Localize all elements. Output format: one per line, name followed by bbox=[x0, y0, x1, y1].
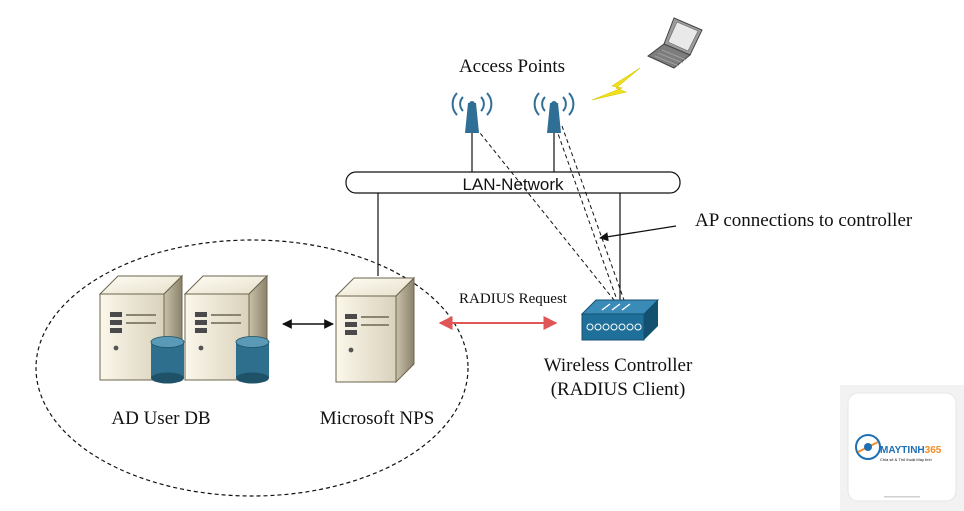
laptop-icon bbox=[647, 17, 703, 69]
database-icon bbox=[235, 336, 270, 384]
lan-network-bar: LAN-Network bbox=[345, 171, 681, 194]
access-point-icon bbox=[451, 92, 493, 133]
wireless-controller-icon bbox=[580, 299, 660, 341]
radius-client-label: (RADIUS Client) bbox=[551, 379, 686, 400]
radius-request-label: RADIUS Request bbox=[459, 291, 568, 307]
ap2-tunnel-b bbox=[561, 125, 625, 301]
ap2-tunnel-a bbox=[555, 127, 618, 301]
database-icon bbox=[150, 336, 185, 384]
lightning-icon bbox=[591, 67, 641, 101]
microsoft-nps-label: Microsoft NPS bbox=[320, 408, 435, 429]
logo-tagline: Chia sẻ & Thủ thuật Máy tính bbox=[880, 457, 932, 462]
logo-brand: MAYTINH365 bbox=[880, 445, 942, 456]
wireless-controller-label: Wireless Controller bbox=[544, 355, 693, 376]
access-point-icon bbox=[533, 92, 575, 133]
nps-server-icon bbox=[334, 276, 416, 384]
ap1-tunnel bbox=[475, 127, 615, 301]
lan-network-label: LAN-Network bbox=[462, 175, 564, 194]
server-group-ellipse bbox=[35, 239, 469, 497]
access-points-label: Access Points bbox=[459, 56, 565, 77]
ad-user-db-label: AD User DB bbox=[111, 408, 210, 429]
ap-connections-pointer bbox=[599, 225, 677, 242]
ap-connections-label: AP connections to controller bbox=[695, 210, 913, 231]
watermark-logo: MAYTINH365 Chia sẻ & Thủ thuật Máy tính bbox=[840, 385, 964, 511]
logo-mark-icon bbox=[855, 434, 881, 460]
